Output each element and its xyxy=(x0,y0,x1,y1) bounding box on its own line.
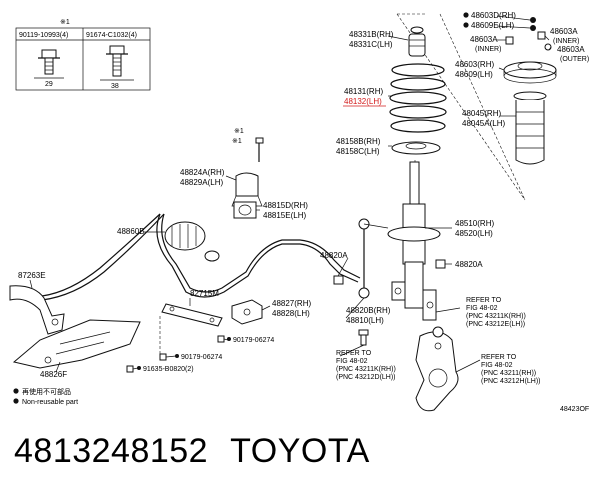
label-ref3-line2: FIG 48-02 xyxy=(481,362,513,369)
stabilizer-bar xyxy=(41,213,361,301)
label-link-rh: 48827(RH) xyxy=(272,299,311,308)
label-support-lh: 48609(LH) xyxy=(455,70,493,79)
label-upper-insulator-rh: 48331B(RH) xyxy=(349,30,394,39)
bolt-icon xyxy=(358,329,369,346)
label-support-nut-2: 48609E(LH) xyxy=(471,21,514,30)
label-ref1-line3: (PNC 43211K(RH)) xyxy=(466,313,526,320)
label-link-lh: 48828(LH) xyxy=(272,309,310,318)
label-nut-48820a-2: 48820A xyxy=(455,260,483,269)
legend-en: Non-reusable part xyxy=(22,399,78,406)
leader-lines xyxy=(29,15,552,373)
label-bracket-82715m: 82715M xyxy=(190,289,219,298)
label-lower-insulator-rh: 48158B(RH) xyxy=(336,137,381,146)
link-48827 xyxy=(231,299,263,325)
stabilizer-bracket xyxy=(233,201,257,219)
legend: 再使用不可部品 Non-reusable part xyxy=(13,387,78,406)
label-mount-inner-1-note: (INNER) xyxy=(475,46,501,53)
spring-upper-insulator xyxy=(408,26,426,57)
label-asterisk: ※1 xyxy=(234,128,244,135)
stabilizer-bushing xyxy=(231,172,263,207)
label-mount-outer-note: (OUTER) xyxy=(560,56,589,63)
label-mount-inner-1: 48603A xyxy=(470,35,498,44)
mount-nut-icon xyxy=(505,31,552,51)
bolt-table: ※1 90119-10993(4) 91674-C1032(4) 29 38 xyxy=(15,19,151,91)
label-ref3-line4: (PNC 43212H(LH)) xyxy=(481,378,541,385)
nut-icon xyxy=(333,259,446,285)
label-stab-link-rh: 48820B(RH) xyxy=(346,306,391,315)
footer: 4813248152 TOYOTA xyxy=(14,432,370,471)
coil-spring xyxy=(389,63,447,133)
bolt-table-mark: ※1 xyxy=(60,19,70,26)
legend-jp: 再使用不可部品 xyxy=(22,387,71,396)
label-mount-outer: 48603A xyxy=(557,45,585,54)
label-bump-stopper-lh: 48045A(LH) xyxy=(462,119,505,128)
lower-cover-48826f xyxy=(12,319,141,369)
part-number: 4813248152 xyxy=(14,432,209,470)
stabilizer-link xyxy=(358,218,389,299)
label-bolt-90179-2: 90179-06274 xyxy=(181,354,222,361)
label-support-rh: 48603(RH) xyxy=(455,60,494,69)
label-lower-insulator-lh: 48158C(LH) xyxy=(336,147,380,156)
label-bracket-87263e: 87263E xyxy=(18,271,46,280)
label-stab-bushing-rh: 48824A(RH) xyxy=(180,168,225,177)
bump-stopper-boot xyxy=(513,91,547,165)
label-ref1-line1: REFER TO xyxy=(466,297,502,304)
label-mount-inner-2-note: (INNER) xyxy=(553,38,579,45)
bolt-table-dim1: 29 xyxy=(45,81,53,88)
strut-support-mount xyxy=(503,61,557,84)
label-bolt-90179-1: 90179-06274 xyxy=(233,337,274,344)
flange-bolt-icon xyxy=(38,49,60,75)
label-strut-lh: 48520(LH) xyxy=(455,229,493,238)
label-ref2-line4: (PNC 43212D(LH)) xyxy=(336,374,396,381)
shock-absorber-strut xyxy=(387,161,441,321)
brand-name: TOYOTA xyxy=(230,432,370,470)
figure-code: 48423OF xyxy=(560,406,589,413)
label-bolt-91635: 91635-B0820(2) xyxy=(143,366,194,373)
asterisk-bolt-icon xyxy=(255,137,264,162)
part-labels: 48331B(RH) 48331C(LH) 48131(RH) 48132(LH… xyxy=(18,11,589,385)
label-ref2-line1: REFER TO xyxy=(336,350,372,357)
label-ref1-line4: (PNC 43212E(LH)) xyxy=(466,321,525,328)
steering-knuckle xyxy=(415,326,459,412)
label-stab-bracket-lh: 48815E(LH) xyxy=(263,211,306,220)
bolt-table-col1: 90119-10993(4) xyxy=(19,32,68,39)
bracket-87263e xyxy=(9,285,65,335)
label-ref3-line1: REFER TO xyxy=(481,354,517,361)
label-support-nut-1: 48603D(RH) xyxy=(471,11,516,20)
bracket-82715m xyxy=(159,303,223,356)
bolt-table-dim2: 38 xyxy=(111,83,119,90)
label-spring-rh: 48131(RH) xyxy=(344,87,383,96)
label-nut-48820a-1: 48820A xyxy=(320,251,348,260)
label-mount-inner-2: 48603A xyxy=(550,27,578,36)
label-ref3-line3: (PNC 43211(RH)) xyxy=(481,370,536,377)
label-ref2-line3: (PNC 43211K(RH)) xyxy=(336,366,396,373)
bolt-table-col2: 91674-C1032(4) xyxy=(86,32,137,39)
asterisk-mark: ※1 xyxy=(232,138,242,145)
label-upper-insulator-lh: 48331C(LH) xyxy=(349,40,393,49)
flange-bolt-icon xyxy=(106,45,128,77)
label-ref2-line2: FIG 48-02 xyxy=(336,358,368,365)
label-stab-bushing-lh: 48829A(LH) xyxy=(180,178,223,187)
label-stab-link-lh: 48810(LH) xyxy=(346,316,384,325)
label-cover-48826f: 48826F xyxy=(40,370,67,379)
label-stab-bracket-rh: 48815D(RH) xyxy=(263,201,308,210)
label-spring-lh: 48132(LH) xyxy=(344,97,382,106)
label-bump-stopper-rh: 48045(RH) xyxy=(462,109,501,118)
support-nut-icon xyxy=(530,17,536,31)
spring-lower-insulator xyxy=(391,141,441,155)
label-strut-rh: 48510(RH) xyxy=(455,219,494,228)
label-ref1-line2: FIG 48-02 xyxy=(466,305,498,312)
label-stab-bar: 48860B xyxy=(117,227,145,236)
